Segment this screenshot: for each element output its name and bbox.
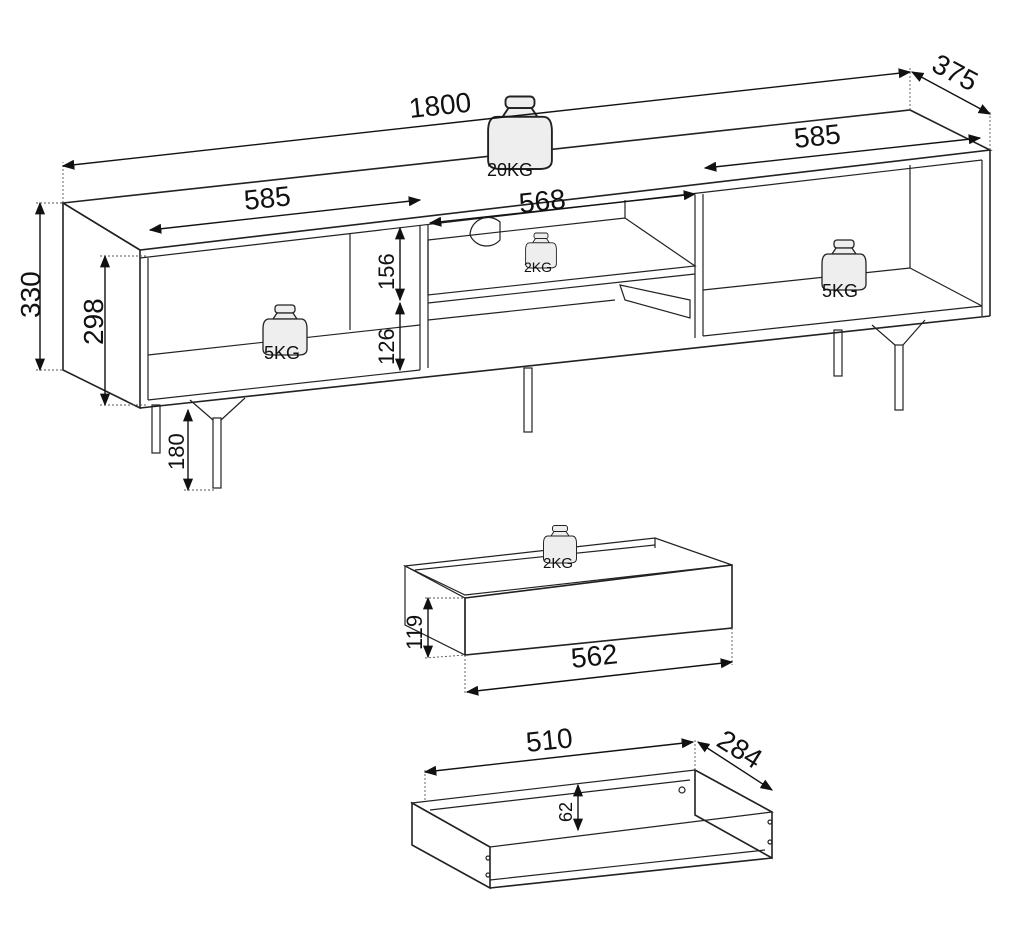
leg-height-label: 180	[164, 433, 189, 470]
cabinet-legs	[151, 319, 926, 489]
drawer-front-height-label: 119	[402, 615, 427, 650]
top-load-label: 20KG	[487, 160, 533, 180]
cabinet-dimensions: 1800 375 585 568 585 330 298 156 126 180	[15, 48, 992, 492]
left-load-label: 5KG	[264, 343, 300, 363]
drawer-load-label: 2KG	[543, 555, 573, 572]
weight-icon: 5KG	[821, 239, 867, 301]
drawer-slide	[619, 284, 691, 319]
right-load-label: 5KG	[822, 281, 858, 301]
shelf-load-label: 2KG	[524, 259, 552, 275]
lower-shelf-label: 126	[374, 328, 399, 365]
drawer-with-front: 2KG 119 562	[402, 525, 734, 696]
weight-icon: 5KG	[262, 304, 308, 363]
left-width-label: 585	[242, 180, 292, 216]
drawer-box-height-label: 62	[556, 802, 576, 822]
inner-height-label: 298	[78, 298, 109, 345]
drawer-box-depth-label: 284	[712, 724, 768, 775]
right-width-label: 585	[792, 118, 842, 154]
drawer-front-width-label: 562	[569, 638, 619, 674]
middle-width-label: 568	[517, 183, 567, 219]
upper-shelf-label: 156	[374, 253, 399, 290]
drawer-box-width-label: 510	[524, 722, 574, 758]
height-label: 330	[15, 271, 46, 318]
weight-icon: 2KG	[524, 232, 557, 275]
drawer-box: 510 284 62	[410, 722, 774, 890]
width-label: 1800	[407, 87, 472, 124]
weight-icon: 2KG	[543, 525, 577, 572]
weight-icon: 20KG	[487, 95, 553, 180]
depth-label: 375	[927, 48, 983, 97]
